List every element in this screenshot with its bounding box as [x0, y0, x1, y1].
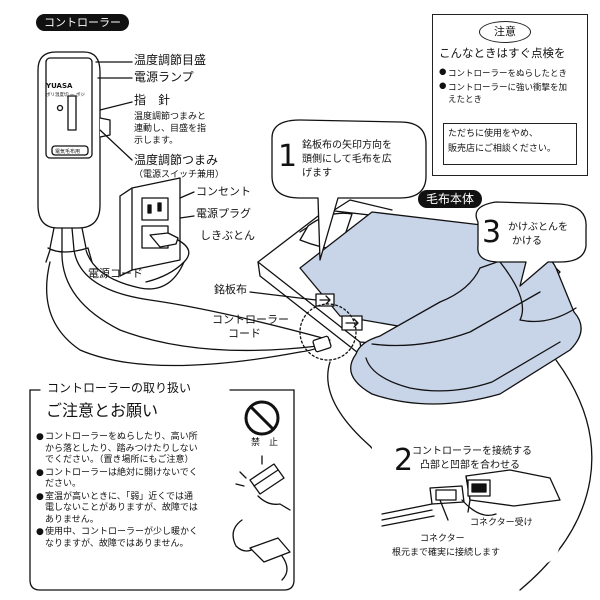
notice-action-2: 販売店にご相談ください。	[448, 144, 556, 154]
label-power-cord: 電源コード	[88, 267, 143, 280]
label-connector: コネクター	[420, 534, 465, 544]
caution-frame	[29, 389, 295, 591]
label-power-lamp: 電源ランプ	[134, 70, 194, 84]
step3-bubble	[475, 201, 587, 287]
notice-list: ●コントローラーをぬらしたとき ●コントローラーに強い衝撃を加 えたとき	[439, 67, 585, 105]
notice-item: ●コントローラーに強い衝撃を加 えたとき	[439, 81, 568, 105]
notice-badge: 注意	[479, 21, 531, 43]
caution-item: ●室温が高いときに、「弱」近くでは通 電しないことがありますが、故障では ありま…	[36, 491, 198, 525]
label-needle: 指 針	[134, 93, 171, 107]
step2-number: 2	[394, 443, 414, 478]
dropped-controller-drawing	[232, 455, 291, 581]
connector-drawing	[381, 469, 561, 527]
device-bottom-text: 電気毛布用	[55, 148, 80, 155]
step1-line-2: 頭側にして毛布を広	[302, 154, 392, 165]
notice-action-1: ただちに使用をやめ、	[448, 129, 539, 139]
label-needle-desc-2: 連動し、目盛を指	[134, 124, 207, 134]
bullet-dot-icon: ●	[439, 67, 447, 77]
label-controller-cord-1: コントローラー	[212, 313, 289, 326]
caution-item: ●コントローラーをぬらしたり、高い所 から落としたり、踏みつけたりしない でくだ…	[36, 432, 198, 466]
device-brand: YUASA	[45, 82, 73, 90]
label-needle-desc-1: 温度調節つまみと	[134, 112, 207, 122]
notice-action-box: ただちに使用をやめ、 販売店にご相談ください。	[443, 123, 577, 165]
label-connector-receiver: コネクター受け	[470, 518, 533, 528]
caution-item: ●コントローラーは絶対に開けないでく ださい。	[36, 467, 198, 490]
caution-title: ご注意とお願い	[46, 401, 159, 420]
controller-tag: コントローラー	[36, 14, 129, 32]
step3-line-1: かけぶとんを	[508, 222, 568, 233]
label-knob-sub: （電源スイッチ兼用）	[134, 170, 225, 180]
step1-line-1: 銘板布の矢印方向を	[302, 140, 392, 151]
device-text: ボリ温度切 一 ボジ	[46, 91, 85, 98]
caution-item: ●使用中、コントローラーが少し暖かく なりますが、故障ではありません。	[36, 527, 199, 549]
notice-title: こんなときはすぐ点検を	[439, 46, 566, 60]
label-needle-desc-3: 示します。	[134, 136, 179, 146]
label-nameplate: 銘板布	[214, 283, 247, 296]
caution-section-title: コントローラーの取り扱い	[44, 381, 195, 396]
step3-number: 3	[482, 215, 502, 250]
connection-circle	[299, 303, 357, 361]
caution-list: ●コントローラーをぬらしたり、高い所 から落としたり、踏みつけたりしない でくだ…	[36, 432, 232, 550]
label-controller-cord-2: コード	[228, 327, 261, 340]
step2-line-2: 凸部と凹部を合わせる	[420, 460, 520, 471]
prohibit-label: 禁 止	[251, 438, 279, 448]
blanket-body-tag: 毛布本体	[418, 190, 483, 209]
label-connector-desc: 根元まで確実に接続します	[392, 548, 501, 558]
bullet-dot-icon: ●	[36, 467, 44, 478]
step2-line-1: コントローラーを接続する	[412, 446, 532, 457]
controller-device: YUASA ボリ温度切 一 ボジ 電気毛布用	[37, 51, 111, 263]
label-knob: 温度調節つまみ	[134, 153, 219, 167]
step1-line-3: げます	[302, 168, 332, 179]
prohibition-icon	[244, 400, 280, 436]
notice-box: 注意 こんなときはすぐ点検を ●コントローラーをぬらしたとき ●コントローラーに…	[432, 14, 588, 176]
step2-bubble	[370, 430, 560, 566]
label-dial-scale: 温度調節目盛	[134, 53, 207, 67]
bullet-dot-icon: ●	[36, 491, 44, 502]
bullet-dot-icon: ●	[36, 527, 44, 538]
label-shikibuton: しきぶとん	[200, 229, 255, 242]
bullet-dot-icon: ●	[439, 81, 447, 91]
step1-bubble	[271, 119, 427, 261]
label-power-plug: 電源プラグ	[196, 207, 251, 220]
kakebuton-drawing	[350, 252, 582, 405]
step1-number: 1	[278, 139, 298, 174]
bullet-dot-icon: ●	[36, 432, 44, 442]
notice-item: ●コントローラーをぬらしたとき	[439, 67, 568, 79]
label-outlet: コンセント	[196, 185, 251, 198]
step3-line-2: かける	[512, 236, 542, 247]
